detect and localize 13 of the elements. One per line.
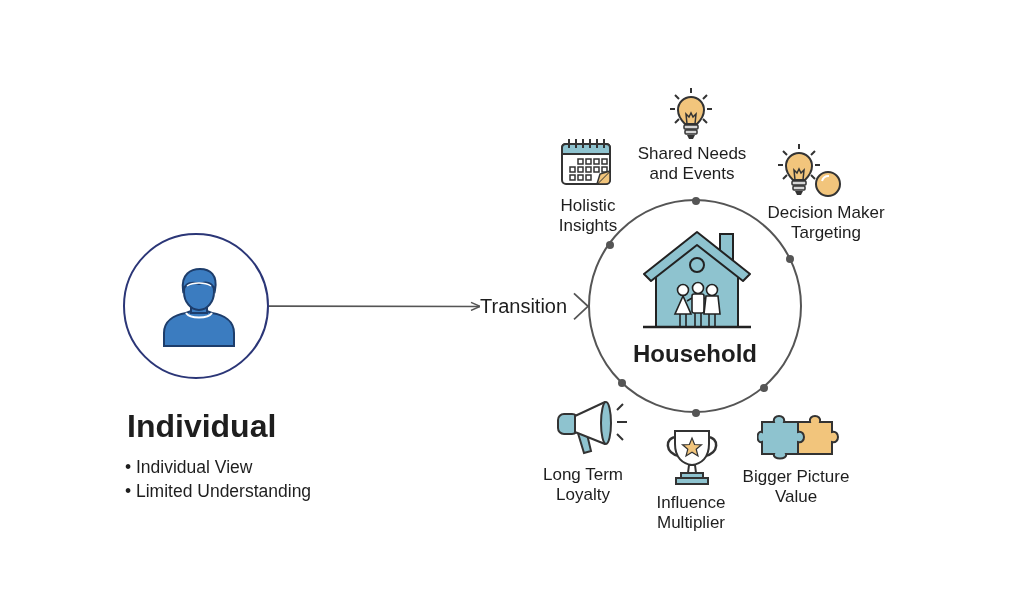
icon-caption: Shared Needs and Events [636,144,748,184]
ring-title: Household [633,340,757,368]
icon-caption: Long Term Loyalty [542,465,624,505]
heading: Individual [127,407,277,445]
bullet-item: • Limited Understanding [125,480,312,503]
icon-caption: Decision Maker Targeting [766,203,886,243]
transition-text: Transition [480,295,568,318]
bullet-item: • Individual View [125,456,253,479]
icon-caption: Influence Multiplier [655,493,727,533]
icon-caption: Bigger Picture Value [741,467,851,507]
chevron-arrow [573,292,590,321]
icon-caption: Holistic Insights [557,196,619,236]
arrow [268,301,481,312]
